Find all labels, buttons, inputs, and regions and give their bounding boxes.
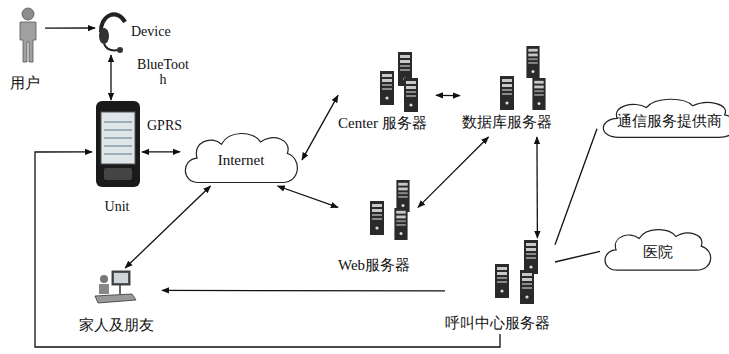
phone-icon xyxy=(96,101,140,187)
connector xyxy=(162,290,445,292)
connector xyxy=(278,186,338,207)
device-node: Device xyxy=(95,5,175,55)
connector xyxy=(302,95,338,160)
user-node: 用户 xyxy=(5,8,45,92)
connector xyxy=(436,95,460,97)
cloud-shape xyxy=(185,133,297,182)
headset-icon xyxy=(99,14,125,53)
connector xyxy=(418,137,489,207)
node-label: 医院 xyxy=(643,243,673,261)
node-label: Center 服务器 xyxy=(338,114,427,132)
web-server-towers xyxy=(370,180,410,240)
cloud-shape xyxy=(603,99,729,137)
center-server-node: Center 服务器 xyxy=(338,50,436,134)
internet-cloud: Internet xyxy=(180,128,302,186)
connector xyxy=(125,186,210,268)
node-label: Device xyxy=(131,23,171,41)
center-server-towers xyxy=(380,52,418,112)
node-label: 用户 xyxy=(5,74,45,92)
connector-label: BlueToot h xyxy=(132,57,194,87)
connector-label: GPRS xyxy=(146,118,183,133)
connector xyxy=(110,55,111,100)
family-computer-icon xyxy=(95,271,136,303)
node-label: Internet xyxy=(218,151,265,169)
connector xyxy=(142,151,180,152)
database-server-towers xyxy=(500,46,546,110)
provider-cloud: 通信服务提供商 xyxy=(597,95,729,140)
connector xyxy=(555,129,597,245)
unit-node: Unit xyxy=(92,100,142,218)
user-figure xyxy=(20,8,36,62)
node-label: 通信服务提供商 xyxy=(617,112,722,130)
node-label: 数据库服务器 xyxy=(462,113,552,131)
web-server-node: Web服务器 xyxy=(338,178,418,276)
connector xyxy=(555,251,600,262)
node-label: 家人及朋友 xyxy=(70,316,162,334)
call-center-node: 呼叫中心服务器 xyxy=(445,238,555,334)
hospital-cloud: 医院 xyxy=(600,225,715,273)
node-label: 呼叫中心服务器 xyxy=(445,314,550,332)
connector xyxy=(45,27,95,28)
node-label: Unit xyxy=(92,198,142,216)
cloud-shape xyxy=(605,230,711,271)
node-label: Web服务器 xyxy=(338,256,410,274)
call-center-towers xyxy=(495,240,538,304)
family-node: 家人及朋友 xyxy=(70,268,162,336)
database-server-node: 数据库服务器 xyxy=(460,45,555,137)
connector xyxy=(536,137,538,238)
